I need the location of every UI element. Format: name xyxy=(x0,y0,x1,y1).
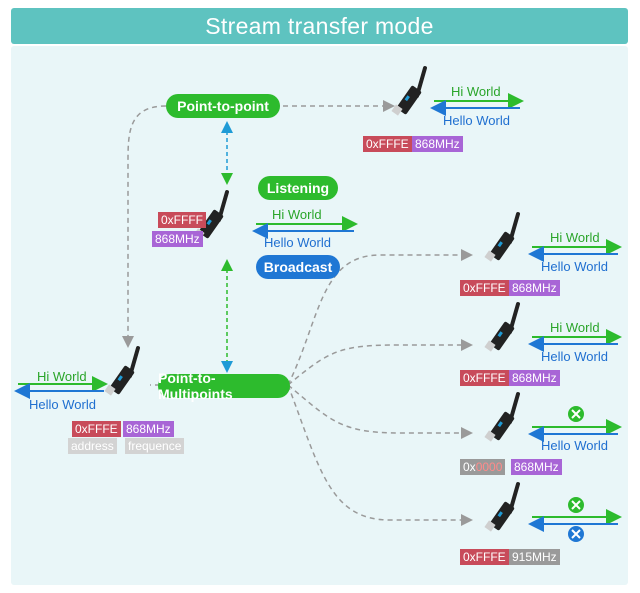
msg-hi-world: Hi World xyxy=(550,230,600,245)
msg-hello-world: Hello World xyxy=(264,235,331,250)
msg-hi-world: Hi World xyxy=(451,84,501,99)
diagram-panel xyxy=(11,46,628,585)
lora-usb-module-icon xyxy=(389,66,427,118)
frequency-tag: 868MHz xyxy=(511,459,562,475)
frequency-tag: 868MHz xyxy=(152,231,203,247)
frequency-tag: 868MHz xyxy=(412,136,463,152)
frequency-tag: 868MHz xyxy=(509,370,560,386)
msg-hello-world: Hello World xyxy=(541,438,608,453)
lora-usb-module-icon xyxy=(482,482,520,534)
msg-hi-world: Hi World xyxy=(272,207,322,222)
address-tag: 0xFFFE xyxy=(460,549,509,565)
lora-usb-module-icon xyxy=(482,392,520,444)
cross-circle-icon xyxy=(568,526,584,542)
msg-hello-world: Hello World xyxy=(541,349,608,364)
edge-p2mp-2 xyxy=(287,339,473,386)
lora-usb-module-icon xyxy=(482,212,520,264)
msg-hello-world: Hello World xyxy=(29,397,96,412)
diagram-title: Stream transfer mode xyxy=(11,8,628,44)
address-tag: 0xFFFE xyxy=(460,370,509,386)
address-tag: 0xFFFE xyxy=(460,280,509,296)
node-broadcast: Broadcast xyxy=(256,255,340,279)
address-label: address xyxy=(68,438,117,454)
msg-hello-world: Hello World xyxy=(443,113,510,128)
frequency-tag: 868MHz xyxy=(123,421,174,437)
cross-circle-icon xyxy=(568,497,584,513)
node-point-to-multipoints: Point-to-Multipoints xyxy=(158,370,290,402)
cross-circle-icon xyxy=(568,406,584,422)
msg-hi-world: Hi World xyxy=(550,320,600,335)
frequence-label: frequence xyxy=(125,438,185,454)
edge-p2mp-4 xyxy=(287,384,473,526)
address-tag: 0xFFFE xyxy=(72,421,121,437)
edge-p2mp-1 xyxy=(287,249,473,386)
address-tag: 0xFFFF xyxy=(158,212,206,228)
lora-usb-module-icon xyxy=(482,302,520,354)
frequency-tag: 868MHz xyxy=(509,280,560,296)
lora-usb-module-icon xyxy=(102,346,140,398)
node-point-to-point: Point-to-point xyxy=(166,94,280,118)
node-listening: Listening xyxy=(258,176,338,200)
address-tag: 0xFFFE xyxy=(363,136,412,152)
edge-p2mp-3 xyxy=(287,384,473,439)
msg-hi-world: Hi World xyxy=(37,369,87,384)
msg-hello-world: Hello World xyxy=(541,259,608,274)
edge-p2p-to-left xyxy=(122,105,167,348)
frequency-tag: 915MHz xyxy=(509,549,560,565)
